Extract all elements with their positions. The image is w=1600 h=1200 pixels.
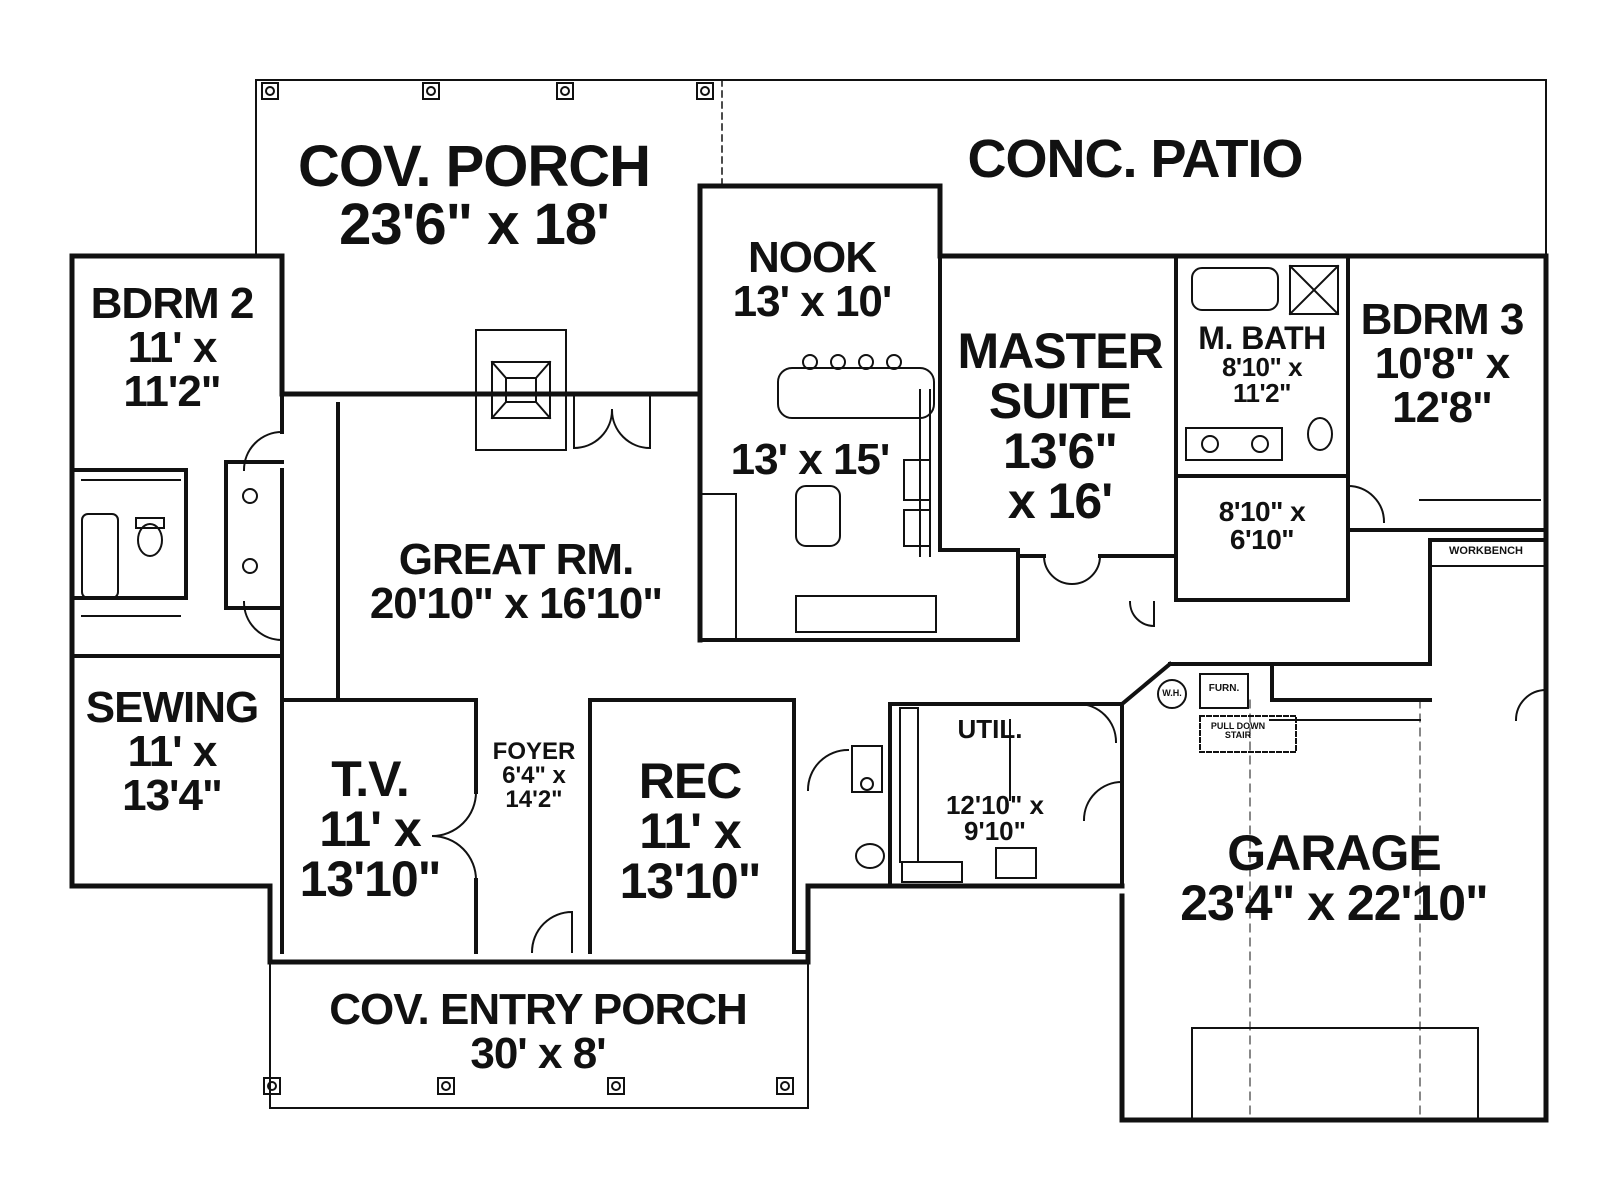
room-dims-2: 11'2": [123, 367, 221, 416]
hall-bath-fixtures: [81, 488, 258, 599]
room-label-master-suite: MASTER SUITE 13'6" x 16': [957, 323, 1163, 529]
porch-french-doors: [573, 393, 651, 450]
fixture-label-furnace: FURN.: [1209, 684, 1240, 694]
room-dims-2: 6'10": [1229, 524, 1295, 555]
room-dims-2: 9'10": [964, 816, 1026, 846]
room-name: GARAGE: [1227, 825, 1441, 881]
interior-walls: [70, 254, 1548, 954]
room-dims-2: x 16': [1007, 473, 1113, 529]
room-name: COV. PORCH: [297, 134, 651, 199]
room-dims-2: 13'10": [299, 851, 442, 907]
fireplace: [475, 329, 567, 451]
room-name: REC: [638, 753, 743, 809]
room-label-util-dims: 12'10" x 9'10": [946, 792, 1044, 844]
util-fixtures: [851, 707, 1037, 883]
room-label-sewing: SEWING 11' x 13'4": [85, 683, 259, 820]
room-dims-1: 11' x: [639, 803, 741, 859]
room-dims-1: 11' x: [127, 323, 218, 372]
room-label-m-bath: M. BATH 8'10" x 11'2": [1198, 320, 1326, 408]
room-label-closet: 8'10" x 6'10": [1219, 498, 1306, 554]
room-dims-2: 13'4": [122, 771, 223, 820]
conc-patio-outline: [721, 79, 1547, 257]
room-dims-1: 8'10" x: [1221, 352, 1303, 382]
kitchen-island-bar: [699, 354, 937, 641]
room-dims: 13' x 10': [732, 277, 893, 326]
room-name-1: MASTER: [957, 323, 1163, 379]
room-label-conc-patio: CONC. PATIO: [967, 129, 1304, 189]
room-dims-2: 12'8": [1392, 383, 1493, 432]
room-label-nook: NOOK 13' x 10': [732, 233, 893, 326]
room-name: M. BATH: [1198, 320, 1326, 356]
room-name: FOYER: [492, 738, 576, 765]
room-name: NOOK: [747, 233, 877, 282]
fixture-label-workbench: WORKBENCH: [1449, 546, 1523, 557]
room-name: UTIL.: [957, 714, 1023, 744]
room-dims: 23'4" x 22'10": [1180, 875, 1488, 931]
cov-porch-outline: [255, 79, 723, 257]
room-dims-2: 14'2": [505, 786, 563, 813]
room-label-tv: T.V. 11' x 13'10": [299, 751, 442, 907]
fixture-text: WORKBENCH: [1449, 545, 1523, 557]
room-label-great-rm: GREAT RM. 20'10" x 16'10": [369, 535, 663, 628]
room-label-foyer: FOYER 6'4" x 14'2": [493, 740, 576, 812]
room-label-kitchen: 13' x 15': [730, 435, 891, 484]
room-dims-1: 8'10" x: [1218, 496, 1306, 527]
room-label-cov-porch: COV. PORCH 23'6" x 18': [297, 134, 651, 257]
fixture-text-1: PULL DOWN: [1210, 721, 1266, 731]
fixture-label-pull-down-stair: PULL DOWN STAIR: [1211, 722, 1265, 740]
room-name: BDRM 3: [1360, 295, 1525, 344]
room-dims: 13' x 15': [730, 435, 891, 484]
room-dims-1: 12'10" x: [945, 790, 1045, 820]
room-dims: 20'10" x 16'10": [369, 579, 663, 628]
room-label-bdrm2: BDRM 2 11' x 11'2": [90, 279, 255, 416]
room-dims-2: 11'2": [1233, 378, 1291, 408]
room-name-2: SUITE: [988, 373, 1132, 429]
room-label-rec: REC 11' x 13'10": [619, 753, 762, 909]
garage-fixtures: [1157, 565, 1547, 1121]
room-name: BDRM 2: [90, 279, 255, 328]
room-label-bdrm3: BDRM 3 10'8" x 12'8": [1360, 295, 1525, 432]
room-label-cov-entry-porch: COV. ENTRY PORCH 30' x 8': [329, 985, 748, 1078]
room-name: GREAT RM.: [398, 535, 635, 584]
room-name: T.V.: [331, 751, 410, 807]
room-name: SEWING: [85, 683, 259, 732]
room-name: COV. ENTRY PORCH: [329, 985, 748, 1034]
master-bath-fixtures: [1185, 264, 1340, 461]
cov-entry-porch-outline: [269, 961, 809, 1109]
room-name: CONC. PATIO: [967, 129, 1304, 189]
fixture-text: FURN.: [1208, 683, 1240, 694]
room-dims-1: 11' x: [127, 727, 218, 776]
porch-columns: [261, 82, 794, 1095]
doors: [242, 430, 1548, 954]
fixture-text: W.H.: [1162, 688, 1182, 698]
room-dims-1: 11' x: [319, 801, 421, 857]
room-dims: 23'6" x 18': [339, 192, 610, 257]
room-label-garage: GARAGE 23'4" x 22'10": [1180, 825, 1488, 931]
room-label-util: UTIL.: [958, 716, 1023, 742]
room-dims-1: 13'6": [1002, 423, 1118, 479]
fixture-label-water-heater: W.H.: [1162, 689, 1182, 698]
closet-shelves: [81, 479, 1541, 721]
room-dims-2: 13'10": [619, 853, 762, 909]
room-dims-1: 6'4" x: [502, 762, 566, 789]
room-dims-1: 10'8" x: [1374, 339, 1510, 388]
fixture-text-2: STAIR: [1224, 730, 1252, 740]
room-dims: 30' x 8': [470, 1029, 606, 1078]
